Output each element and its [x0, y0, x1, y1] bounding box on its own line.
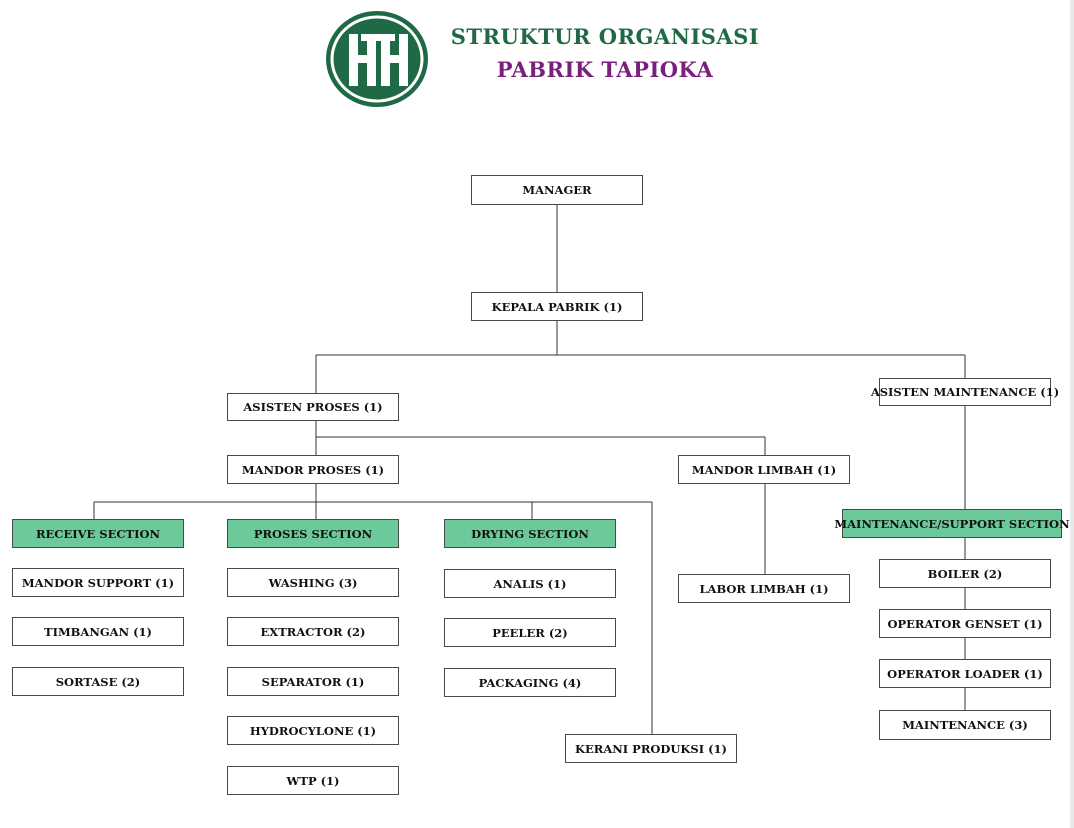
drying-item: ANALIS (1): [444, 569, 616, 598]
proses-item: SEPARATOR (1): [227, 667, 399, 696]
kerani-produksi-box: KERANI PRODUKSI (1): [565, 734, 737, 763]
proses-section-header: PROSES SECTION: [227, 519, 399, 548]
maintenance-item: OPERATOR LOADER (1): [879, 659, 1051, 688]
drying-item: PEELER (2): [444, 618, 616, 647]
proses-item: WASHING (3): [227, 568, 399, 597]
drying-item: PACKAGING (4): [444, 668, 616, 697]
maintenance-item: OPERATOR GENSET (1): [879, 609, 1051, 638]
asisten-maintenance-box: ASISTEN MAINTENANCE (1): [871, 378, 1059, 406]
proses-item: EXTRACTOR (2): [227, 617, 399, 646]
asisten-proses-box: ASISTEN PROSES (1): [227, 393, 399, 421]
kepala-pabrik-box: KEPALA PABRIK (1): [471, 292, 643, 321]
maintenance-item: BOILER (2): [879, 559, 1051, 588]
maintenance-item: MAINTENANCE (3): [879, 710, 1051, 740]
manager-box: MANAGER: [471, 175, 643, 205]
proses-item: WTP (1): [227, 766, 399, 795]
maintenance-section-header: MAINTENANCE/SUPPORT SECTION: [834, 509, 1070, 538]
drying-section-header: DRYING SECTION: [444, 519, 616, 548]
mandor-proses-box: MANDOR PROSES (1): [227, 455, 399, 484]
labor-limbah-box: LABOR LIMBAH (1): [678, 574, 850, 603]
chart-title: STRUKTUR ORGANISASI: [450, 24, 760, 49]
proses-item: HYDROCYLONE (1): [227, 716, 399, 745]
receive-item: TIMBANGAN (1): [12, 617, 184, 646]
receive-section-header: RECEIVE SECTION: [12, 519, 184, 548]
page-edge: [1070, 0, 1074, 828]
mandor-limbah-box: MANDOR LIMBAH (1): [678, 455, 850, 484]
receive-item: SORTASE (2): [12, 667, 184, 696]
receive-item: MANDOR SUPPORT (1): [12, 568, 184, 597]
company-logo: [326, 11, 428, 107]
chart-subtitle: PABRIK TAPIOKA: [496, 57, 714, 82]
